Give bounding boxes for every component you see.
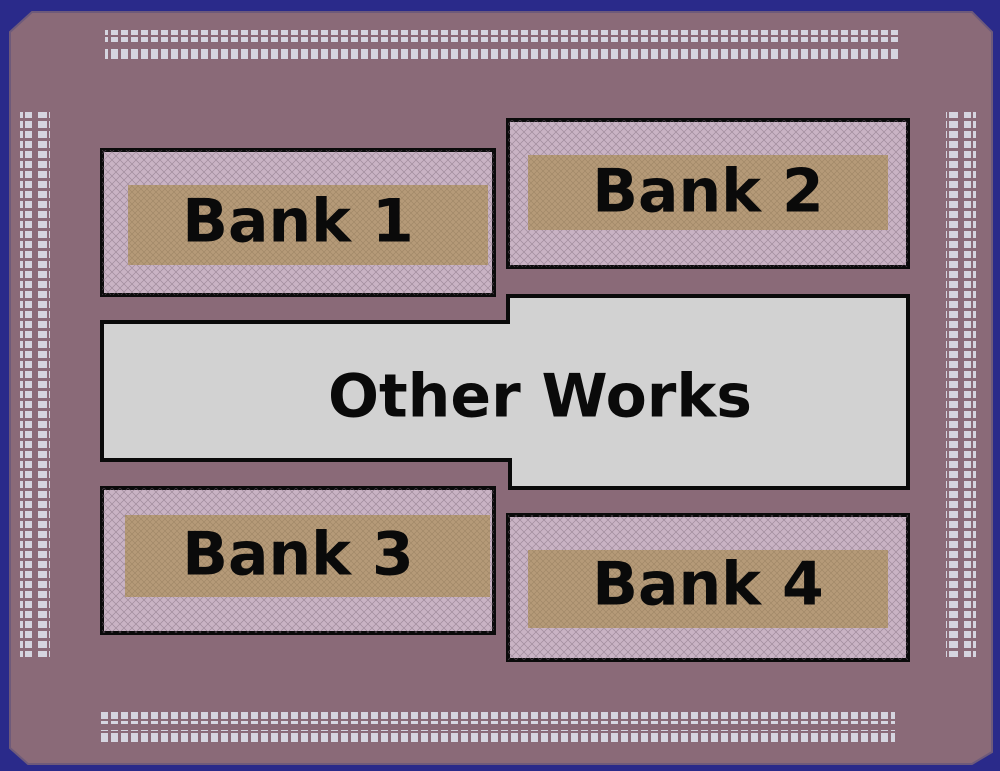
bank-2-label: Bank 2 xyxy=(592,157,823,227)
right-pad-col-1 xyxy=(946,112,958,657)
other-works-label: Other Works xyxy=(328,362,752,432)
left-pad-col-2 xyxy=(38,112,50,657)
bank-3-block: Bank 3 xyxy=(100,486,496,635)
bottom-pad-row-1 xyxy=(100,712,895,724)
bank-4-block: Bank 4 xyxy=(506,513,910,662)
bank-1-label: Bank 1 xyxy=(182,187,413,257)
other-works-block: Other Works xyxy=(100,294,910,490)
right-pad-col-2 xyxy=(964,112,976,657)
bank-4-label: Bank 4 xyxy=(592,550,823,620)
bottom-pad-row-2 xyxy=(100,730,895,742)
bank-3-label: Bank 3 xyxy=(182,520,413,590)
bank-1-block: Bank 1 xyxy=(100,148,496,297)
bank-2-block: Bank 2 xyxy=(506,118,910,269)
left-pad-col-1 xyxy=(20,112,32,657)
io-pad-rows xyxy=(20,30,976,742)
top-pad-row-2 xyxy=(105,48,900,60)
top-pad-row-1 xyxy=(105,30,900,42)
